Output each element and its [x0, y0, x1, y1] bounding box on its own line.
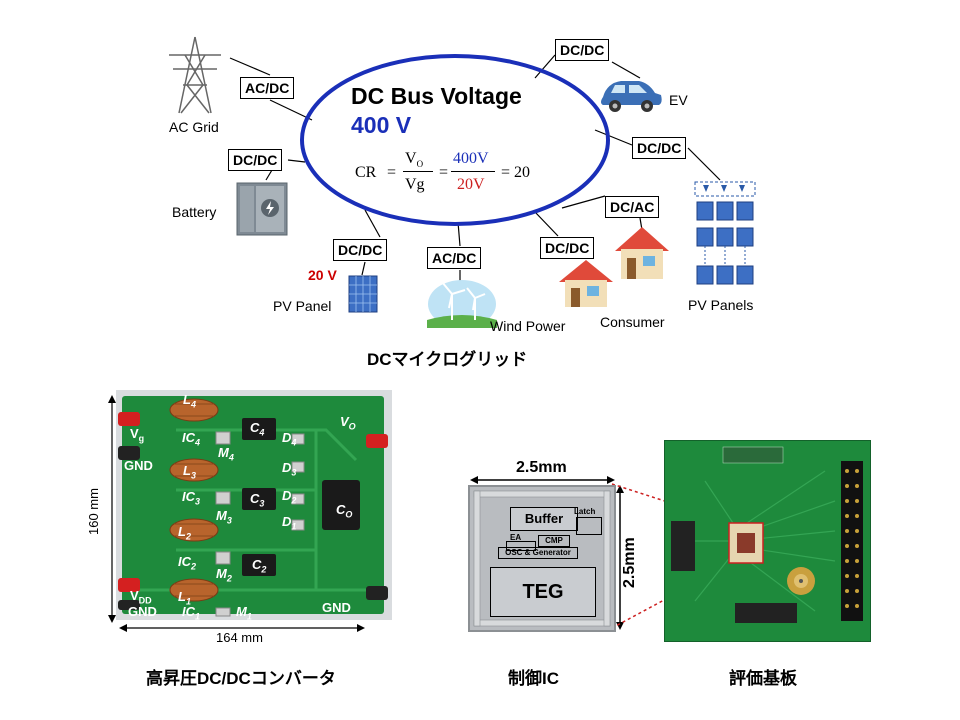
ev-car-icon	[601, 81, 662, 112]
label-ev: EV	[669, 92, 688, 108]
dc-bus-ring	[300, 54, 610, 226]
label-ac-grid: AC Grid	[169, 119, 219, 135]
label-pv-panels: PV Panels	[688, 297, 754, 313]
pv-panel-icon	[348, 275, 378, 313]
block-teg: TEG	[490, 567, 596, 617]
block-osc-generator: OSC & Generator	[498, 547, 578, 559]
converter-ev-dcdc: DC/DC	[555, 39, 610, 61]
caption-dc-microgrid: DCマイクログリッド	[367, 350, 528, 369]
block-buffer: Buffer	[510, 507, 578, 531]
converter-battery-dcdc: DC/DC	[228, 149, 283, 171]
label-IC2: IC2	[178, 554, 197, 572]
label-C3: C3	[250, 491, 265, 509]
block-ea	[506, 541, 536, 551]
converter-wind-acdc: AC/DC	[427, 247, 482, 269]
caption-control-ic: 制御IC	[508, 669, 559, 688]
formula-denominator-vg: Vg	[405, 176, 425, 193]
caption-evaluation-board: 評価基板	[729, 669, 797, 688]
label-Vg: Vg	[130, 426, 145, 444]
bus-voltage: 400 V	[351, 112, 412, 138]
converter-pvpanel-dcdc: DC/DC	[333, 239, 388, 261]
label-VDD: VDD	[130, 588, 152, 606]
label-L3: L3	[183, 463, 196, 481]
label-latch: Latch	[574, 507, 596, 516]
label-C4: C4	[250, 420, 265, 438]
label-M4: M4	[218, 445, 234, 463]
label-M2: M2	[216, 566, 232, 584]
battery-cabinet-icon	[236, 182, 288, 236]
power-pylon-icon	[169, 36, 221, 114]
converter-pvpanels-dcdc: DC/DC	[632, 137, 687, 159]
label-D1: D1	[282, 514, 297, 532]
block-latch	[576, 517, 602, 535]
converter-consumer-dcac: DC/AC	[605, 196, 660, 218]
label-C2: C2	[252, 557, 267, 575]
converter-board-photo: L4 L3 L2 L1 Vg GND IC4 IC3 IC2 IC1 M4 M3…	[116, 390, 392, 622]
label-IC3: IC3	[182, 489, 201, 507]
label-pv-voltage: 20 V	[308, 267, 337, 283]
dim-board-height: 160 mm	[86, 488, 101, 535]
label-consumer: Consumer	[600, 314, 665, 330]
evaluation-board-photo	[664, 440, 871, 642]
house-icon	[559, 260, 613, 307]
label-D4: D4	[282, 430, 297, 448]
wind-turbine-icon	[427, 280, 497, 328]
label-L4: L4	[183, 392, 196, 410]
block-cmp: CMP	[538, 535, 570, 547]
formula-denominator-20v: 20V	[457, 176, 485, 193]
bus-title: DC Bus Voltage	[351, 83, 522, 109]
dim-chip-width: 2.5mm	[516, 459, 567, 476]
label-pv-panel: PV Panel	[273, 298, 332, 314]
label-M3: M3	[216, 508, 232, 526]
label-GND-left: GND	[124, 458, 153, 473]
formula-numerator-400v: 400V	[453, 150, 489, 167]
label-L2: L2	[178, 524, 191, 542]
house-icon	[615, 227, 669, 279]
label-GND-right: GND	[322, 600, 351, 615]
label-Co: CO	[336, 502, 353, 520]
label-M1: M1	[236, 604, 252, 622]
converter-consumer-dcdc: DC/DC	[540, 237, 595, 259]
caption-high-boost-converter: 高昇圧DC/DCコンバータ	[146, 669, 336, 688]
label-GND-bottom-left: GND	[128, 604, 157, 619]
label-L1: L1	[178, 589, 191, 607]
dim-board-width: 164 mm	[216, 630, 263, 645]
formula-numerator-vo: VO	[405, 150, 424, 170]
label-battery: Battery	[172, 204, 217, 220]
label-D3: D3	[282, 460, 297, 478]
label-IC1: IC1	[182, 604, 201, 622]
label-Vo: VO	[340, 414, 356, 432]
pv-panels-array-icon	[694, 181, 756, 285]
label-D2: D2	[282, 488, 297, 506]
label-wind-power: Wind Power	[490, 318, 566, 334]
converter-grid-acdc: AC/DC	[240, 77, 295, 99]
dim-chip-height: 2.5mm	[621, 537, 638, 588]
conversion-ratio-formula: CR = VO Vg = 400V 20V = 20	[355, 150, 531, 193]
control-ic-die: Buffer Latch EA CMP OSC & Generator TEG	[468, 485, 616, 632]
label-IC4: IC4	[182, 430, 201, 448]
label-ea: EA	[510, 533, 522, 542]
